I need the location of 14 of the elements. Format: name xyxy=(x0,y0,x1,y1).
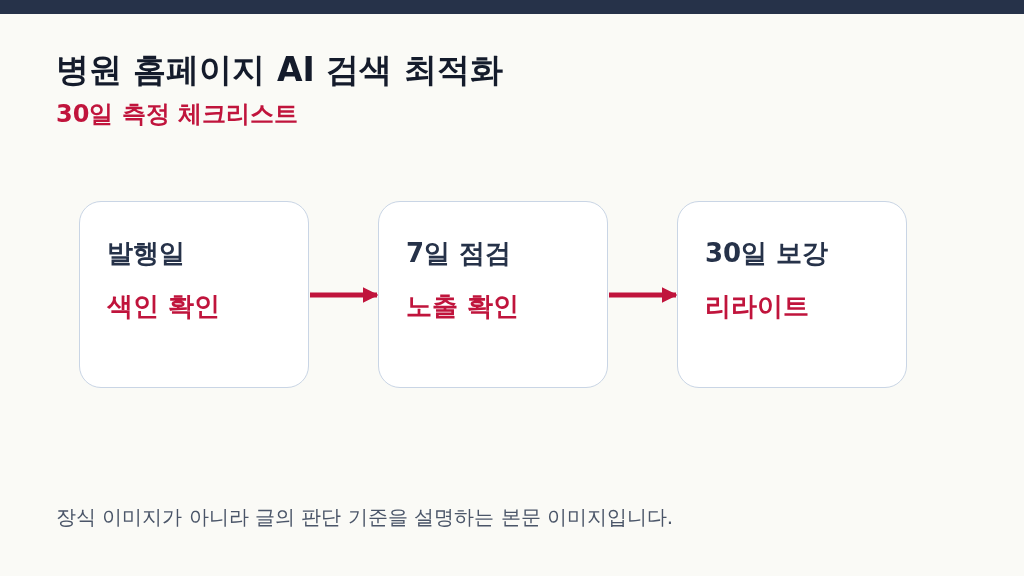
subtitle: 30일 측정 체크리스트 xyxy=(56,100,299,129)
arrow xyxy=(609,287,678,303)
step-action: 노출 확인 xyxy=(406,291,520,323)
step-action: 리라이트 xyxy=(705,291,809,323)
step-card xyxy=(378,201,608,388)
arrow xyxy=(310,287,379,303)
step-heading: 30일 보강 xyxy=(705,238,829,270)
step-action: 색인 확인 xyxy=(107,291,221,323)
step-card xyxy=(677,201,907,388)
step-heading: 발행일 xyxy=(107,238,185,270)
step-card xyxy=(79,201,309,388)
title: 병원 홈페이지 AI 검색 최적화 xyxy=(56,50,503,90)
caption: 장식 이미지가 아니라 글의 판단 기준을 설명하는 본문 이미지입니다. xyxy=(56,504,674,530)
step-heading: 7일 점검 xyxy=(406,238,512,270)
